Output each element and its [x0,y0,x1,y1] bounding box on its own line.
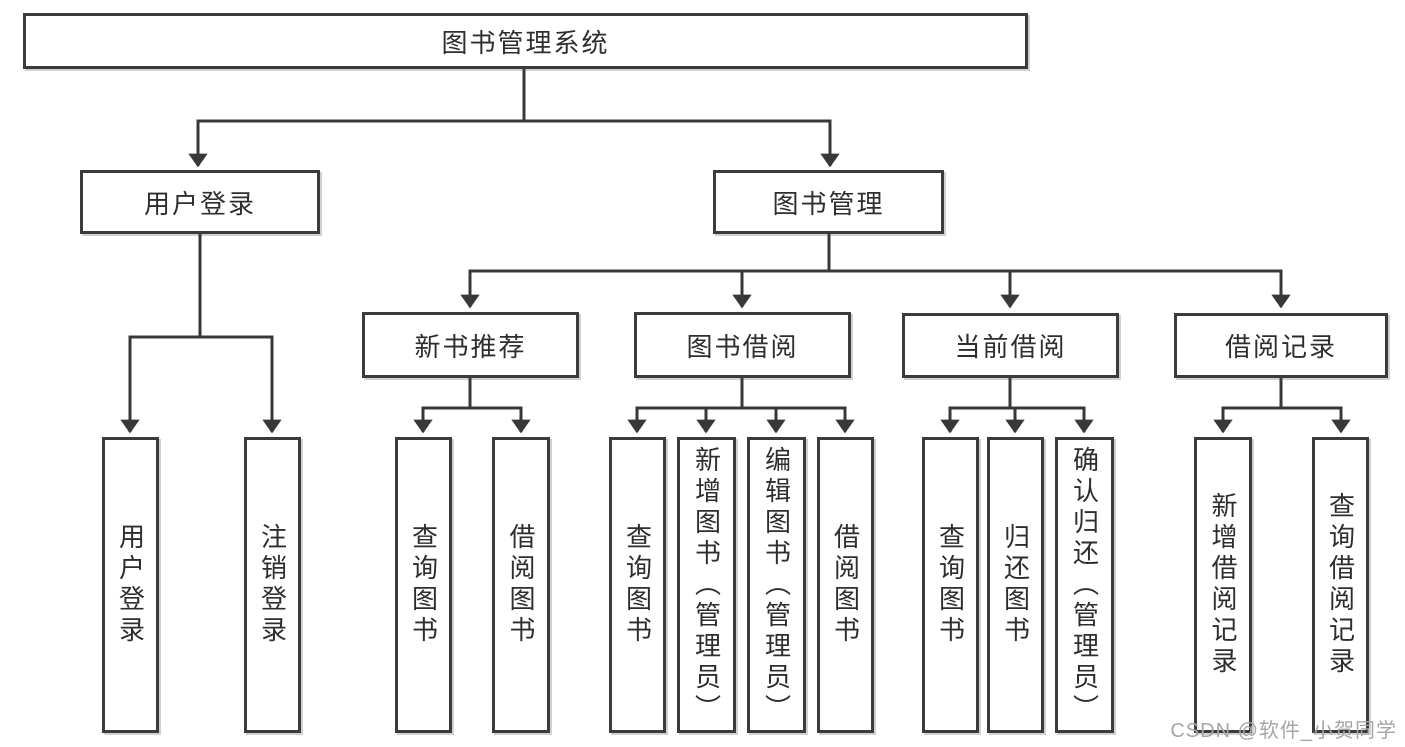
watermark: CSDN @软件_小贺同学 [1170,720,1397,742]
leaf-confirm-return-admin: 确认归还（管理员） [1055,437,1114,733]
leaf-borrow-books-newbooks: 借阅图书 [492,437,550,733]
leaf-edit-books-admin: 编辑图书（管理员） [747,437,806,733]
leaf-query-books-newbooks: 查询图书 [395,437,452,733]
leaf-query-books-current: 查询图书 [922,437,979,733]
leaf-query-books-borrowing: 查询图书 [609,437,666,733]
node-borrowing-records: 借阅记录 [1174,313,1388,378]
leaf-user-login: 用户登录 [102,437,159,733]
leaf-add-books-admin: 新增图书（管理员） [677,437,736,733]
node-user-login: 用户登录 [80,170,320,234]
leaf-borrow-books-borrowing: 借阅图书 [817,437,874,733]
leaf-query-borrow-record: 查询借阅记录 [1312,437,1369,733]
leaf-return-books: 归还图书 [987,437,1044,733]
leaf-logout-login: 注销登录 [244,437,301,733]
node-root: 图书管理系统 [23,13,1028,69]
node-current-borrowing: 当前借阅 [902,313,1119,378]
node-new-book-recommendation: 新书推荐 [362,312,579,378]
node-book-borrowing: 图书借阅 [634,312,851,378]
leaf-add-borrow-record: 新增借阅记录 [1194,437,1252,733]
node-book-management: 图书管理 [713,170,944,234]
